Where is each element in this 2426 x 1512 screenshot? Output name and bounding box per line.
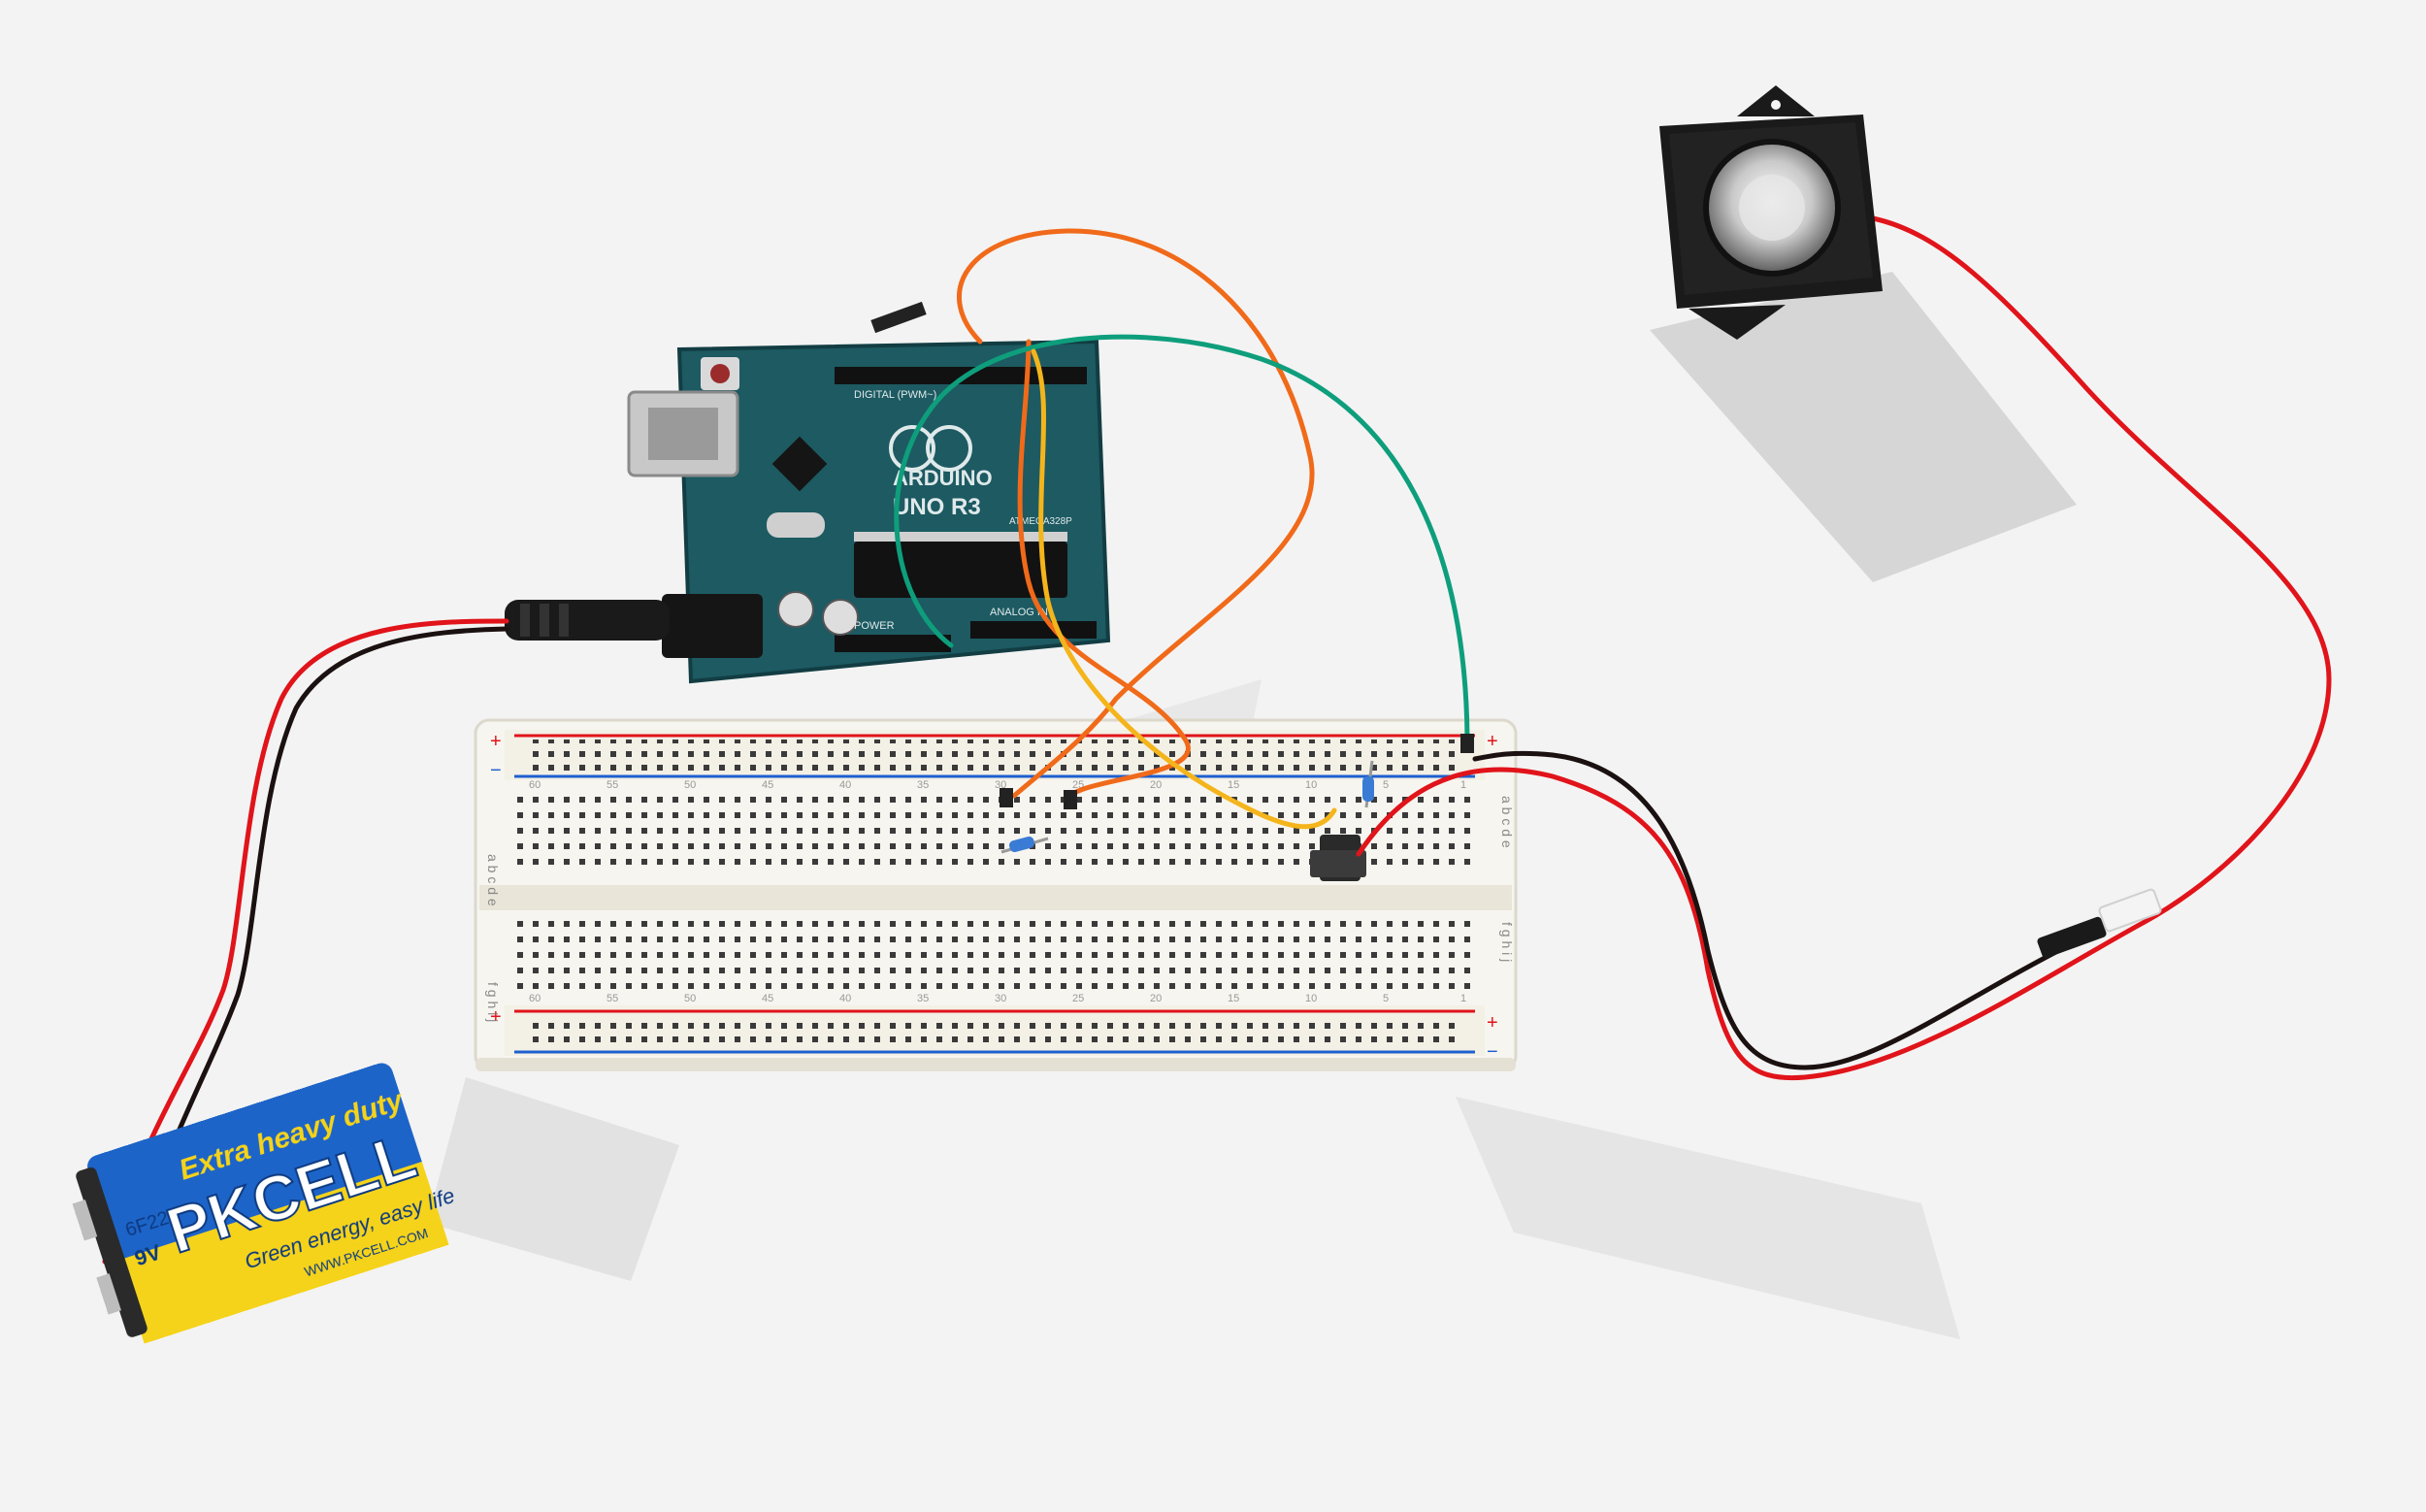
analog-label: ANALOG IN: [990, 607, 1048, 618]
rail-plus-bottom-left: +: [490, 1006, 502, 1028]
column-number: 45: [762, 993, 773, 1004]
column-number: 15: [1228, 779, 1239, 791]
column-numbers-bottom: 60 55 50 45 40 35 30 25 20 15 10 5 1: [529, 993, 1466, 1004]
pushbutton-2: [1310, 850, 1366, 877]
chip-socket-top: [854, 532, 1067, 542]
battery-terminal-2: [96, 1273, 121, 1315]
column-number: 1: [1460, 779, 1466, 791]
top-rail-holes: [524, 740, 1456, 771]
digital-header: [835, 367, 1087, 384]
reset-button-cap: [710, 364, 730, 383]
dc-jack: [662, 594, 763, 658]
rail-plus-bottom-right: +: [1487, 1012, 1498, 1034]
battery-wire-red: [102, 618, 509, 1265]
rail-plus-top-right: +: [1487, 731, 1498, 752]
column-number: 1: [1460, 993, 1466, 1004]
battery-yellow-band: [116, 1161, 449, 1344]
speaker-connector: [2098, 888, 2162, 933]
column-number: 50: [684, 779, 696, 791]
speaker: [1659, 85, 1883, 340]
capacitor-1: [777, 591, 814, 628]
column-number: 45: [762, 779, 773, 791]
column-number: 20: [1150, 779, 1162, 791]
column-number: 15: [1228, 993, 1239, 1004]
speaker-dome: [1739, 175, 1805, 241]
arduino-logo-icon-right: [926, 425, 972, 472]
column-number: 60: [529, 779, 541, 791]
power-header: [835, 635, 951, 652]
row-letters-top: a b c d e: [485, 854, 501, 906]
wires: [102, 215, 2332, 1269]
column-number: 55: [606, 779, 618, 791]
wire-orange-2: [1017, 339, 1191, 801]
column-number: 35: [917, 993, 929, 1004]
speaker-wire-black: [1472, 750, 2080, 1070]
wire-green: [894, 334, 1470, 740]
dc-plug: [505, 600, 670, 641]
board-model: UNO R3: [893, 494, 981, 520]
usb-port-inner: [648, 408, 718, 460]
rail-minus-bottom-right: −: [1487, 1041, 1498, 1063]
column-number: 35: [917, 779, 929, 791]
bottom-rail-holes: [524, 1015, 1456, 1046]
column-number: 40: [839, 993, 851, 1004]
battery-terminal-1: [72, 1200, 98, 1241]
atmega-chip: [854, 542, 1067, 598]
column-number: 60: [529, 993, 541, 1004]
analog-header: [970, 621, 1097, 639]
breadboard: + − + + + − a b c d e a b c d e f g h i …: [474, 718, 1518, 1071]
column-number: 40: [839, 779, 851, 791]
column-number: 25: [1072, 993, 1084, 1004]
rail-minus-top-left: −: [490, 760, 502, 781]
board-brand: ARDUINO: [893, 466, 993, 490]
column-number: 10: [1305, 993, 1317, 1004]
center-channel: [479, 885, 1512, 910]
crystal: [767, 512, 825, 538]
column-number: 20: [1150, 993, 1162, 1004]
power-label: POWER: [854, 620, 895, 632]
row-letters-bottom-right: f g h i j: [1499, 922, 1515, 962]
resistor-1: [1000, 836, 1049, 854]
jumper-pin-2: [1064, 790, 1077, 809]
column-number: 10: [1305, 779, 1317, 791]
column-number: 30: [995, 993, 1006, 1004]
column-number: 5: [1383, 993, 1389, 1004]
speaker-mount-hole-icon: [1771, 100, 1781, 110]
jumper-connector: [2037, 916, 2107, 959]
arduino-logo-icon: [889, 425, 935, 472]
column-number: 50: [684, 993, 696, 1004]
jumper-pin-top: [870, 301, 927, 334]
column-number: 5: [1383, 779, 1389, 791]
row-letters-top-right: a b c d e: [1499, 796, 1515, 848]
capacitor-2: [822, 599, 859, 636]
speaker-ear-bottom: [1688, 305, 1786, 340]
rail-plus-top-left: +: [490, 731, 502, 752]
breadboard-side: [475, 1058, 1516, 1071]
wire-yellow: [1031, 348, 1337, 830]
jumper-pin-3: [1460, 734, 1474, 753]
digital-label: DIGITAL (PWM~): [854, 389, 936, 401]
battery-wire-black: [125, 626, 509, 1269]
row-letters-bottom: f g h i j: [485, 982, 501, 1022]
arduino-board: ARDUINO UNO R3 DIGITAL (PWM~) ANALOG IN …: [627, 339, 1111, 684]
column-number: 55: [606, 993, 618, 1004]
terminal-holes-bottom: [514, 916, 1475, 998]
battery-top-cap: [76, 1167, 148, 1337]
dc-plug-grip-3: [559, 604, 569, 637]
jumper-pin-1: [1000, 788, 1013, 807]
dc-plug-grip-1: [520, 604, 530, 637]
resistor-2: [1362, 760, 1374, 808]
speaker-wire-red: [1356, 215, 2332, 1081]
dc-plug-grip-2: [540, 604, 549, 637]
